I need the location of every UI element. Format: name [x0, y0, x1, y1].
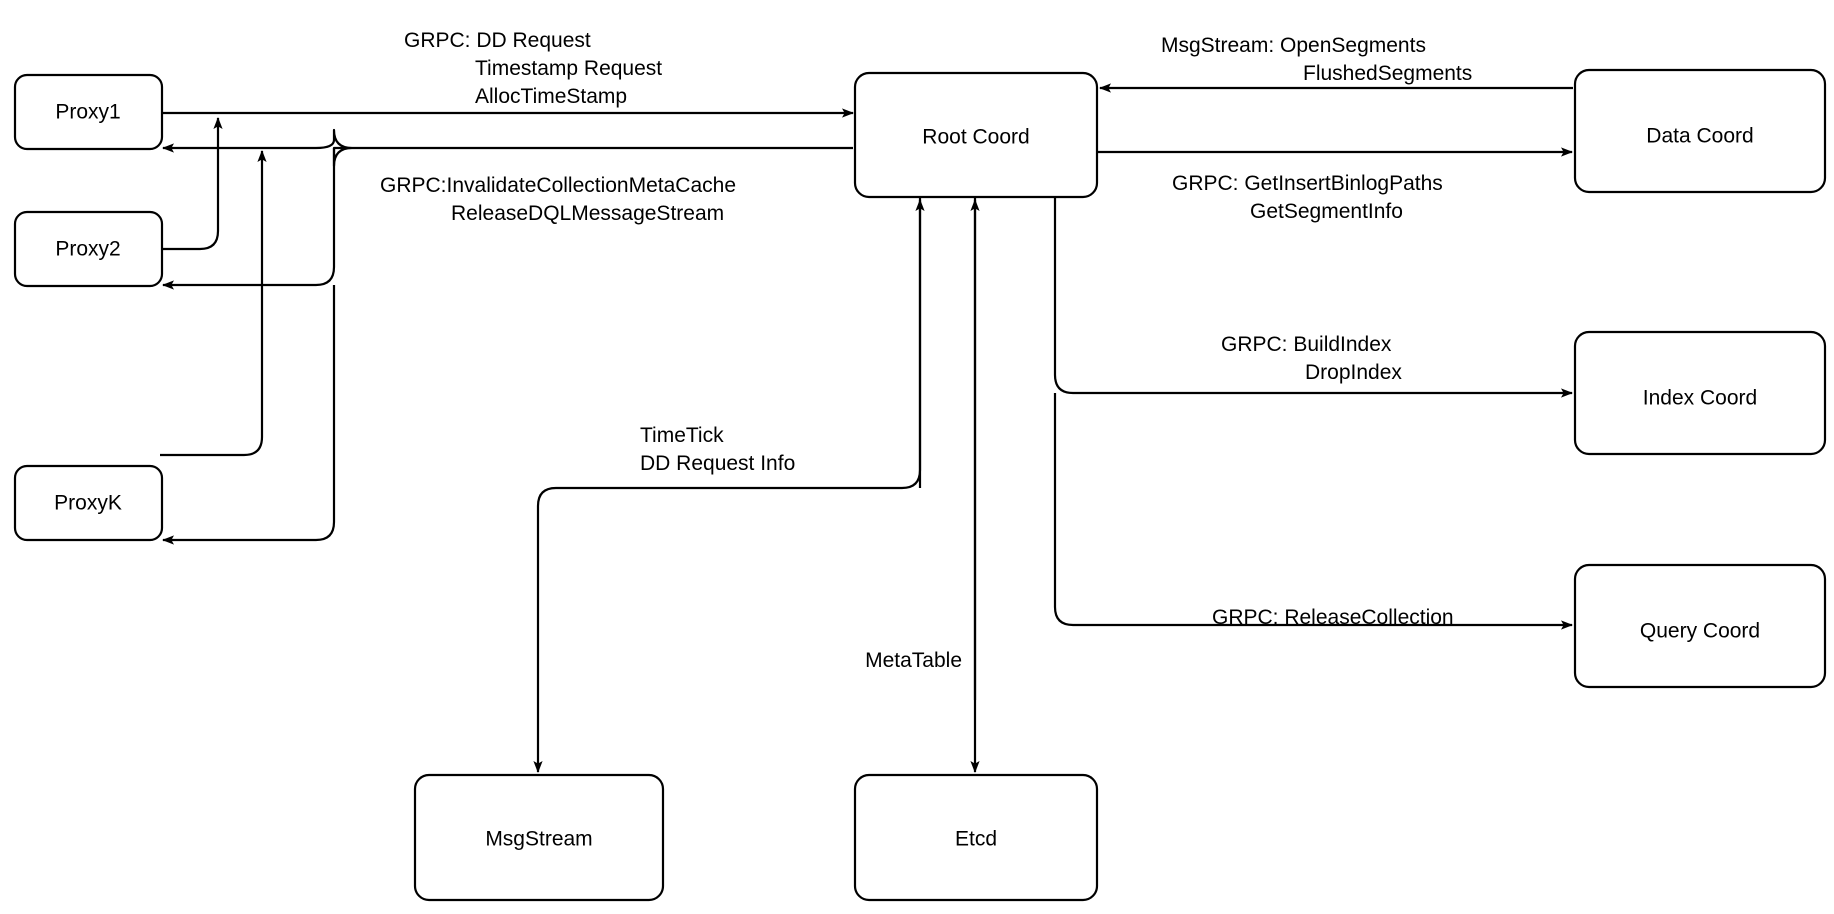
- node-proxy1-shape: [13, 73, 164, 151]
- node-proxy2-shape: [13, 210, 164, 288]
- edge-rootcoord-to-proxy1: [163, 128, 853, 168]
- label-proxy-to-rootcoord-line2: Timestamp Request: [475, 57, 662, 80]
- node-datacoord-label: Data Coord: [1646, 125, 1753, 148]
- label-rootcoord-to-datacoord: GRPC: GetInsertBinlogPaths GetSegmentInf…: [1172, 172, 1443, 223]
- edge-proxyk-to-bus: [160, 150, 267, 457]
- label-rootcoord-to-proxy-line1: GRPC:InvalidateCollectionMetaCache: [380, 174, 736, 197]
- node-datacoord[interactable]: Data Coord: [1573, 68, 1827, 194]
- node-proxy2-label: Proxy2: [55, 238, 120, 261]
- label-proxy-to-rootcoord: GRPC: DD Request Timestamp Request Alloc…: [404, 29, 662, 108]
- label-rootcoord-to-querycoord: GRPC: ReleaseCollection: [1212, 606, 1454, 629]
- node-indexcoord-shape: [1573, 330, 1827, 456]
- node-etcd[interactable]: Etcd: [853, 773, 1099, 902]
- label-rootcoord-to-indexcoord-line1: GRPC: BuildIndex: [1221, 333, 1392, 356]
- edge-rootcoord-to-querycoord: [1053, 393, 1573, 630]
- label-proxy-to-rootcoord-line1: GRPC: DD Request: [404, 29, 591, 52]
- label-datacoord-to-rootcoord-line1: MsgStream: OpenSegments: [1161, 34, 1426, 57]
- label-rootcoord-to-proxy-line2: ReleaseDQLMessageStream: [451, 202, 724, 225]
- node-proxy1-label: Proxy1: [55, 101, 120, 124]
- node-querycoord-label: Query Coord: [1640, 620, 1760, 643]
- node-datacoord-shape: [1573, 68, 1827, 194]
- label-rootcoord-to-msgstream-line1: TimeTick: [640, 424, 724, 447]
- node-rootcoord-shape: [853, 71, 1099, 199]
- label-rootcoord-to-indexcoord-line2: DropIndex: [1305, 361, 1402, 384]
- label-datacoord-to-rootcoord-line2: FlushedSegments: [1303, 62, 1472, 85]
- node-proxyk[interactable]: ProxyK: [13, 464, 164, 542]
- node-msgstream[interactable]: MsgStream: [413, 773, 665, 902]
- edge-rootcoord-to-indexcoord: [1053, 197, 1573, 398]
- node-querycoord-shape: [1573, 563, 1827, 689]
- label-rootcoord-to-datacoord-line1: GRPC: GetInsertBinlogPaths: [1172, 172, 1443, 195]
- node-querycoord[interactable]: Query Coord: [1573, 563, 1827, 689]
- label-rootcoord-to-proxy: GRPC:InvalidateCollectionMetaCache Relea…: [380, 174, 736, 225]
- label-rootcoord-to-indexcoord: GRPC: BuildIndex DropIndex: [1221, 333, 1402, 384]
- node-indexcoord[interactable]: Index Coord: [1573, 330, 1827, 456]
- label-datacoord-to-rootcoord: MsgStream: OpenSegments FlushedSegments: [1161, 34, 1472, 85]
- node-msgstream-label: MsgStream: [485, 828, 592, 851]
- label-rootcoord-to-msgstream: TimeTick DD Request Info: [640, 424, 795, 475]
- node-proxyk-shape: [13, 464, 164, 542]
- edge-proxy2-to-bus: [160, 117, 223, 251]
- edge-rootcoord-to-msgstream: [533, 197, 922, 773]
- label-rootcoord-to-etcd-line1: MetaTable: [865, 649, 962, 672]
- node-rootcoord[interactable]: Root Coord: [853, 71, 1099, 199]
- node-etcd-shape: [853, 773, 1099, 902]
- node-indexcoord-label: Index Coord: [1643, 387, 1757, 410]
- label-rootcoord-to-etcd: MetaTable: [865, 649, 962, 672]
- node-proxyk-label: ProxyK: [54, 492, 122, 515]
- label-proxy-to-rootcoord-line3: AllocTimeStamp: [475, 85, 627, 108]
- edge-rootcoord-to-proxy2: [162, 148, 336, 290]
- node-proxy1[interactable]: Proxy1: [13, 73, 164, 151]
- label-rootcoord-to-msgstream-line2: DD Request Info: [640, 452, 795, 475]
- node-etcd-label: Etcd: [955, 828, 997, 851]
- node-msgstream-shape: [413, 773, 665, 902]
- label-rootcoord-to-datacoord-line2: GetSegmentInfo: [1250, 200, 1403, 223]
- label-rootcoord-to-querycoord-line1: GRPC: ReleaseCollection: [1212, 606, 1454, 629]
- node-proxy2[interactable]: Proxy2: [13, 210, 164, 288]
- edge-rootcoord-to-proxyk: [162, 285, 336, 545]
- node-rootcoord-label: Root Coord: [922, 126, 1029, 149]
